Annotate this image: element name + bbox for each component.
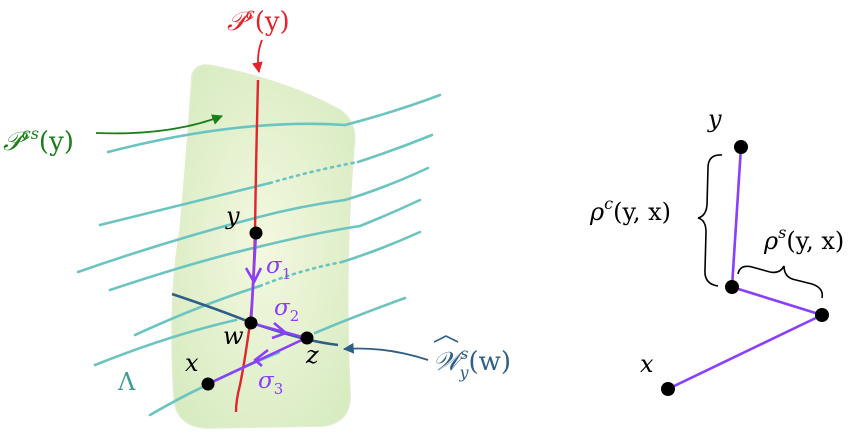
right-diagram: y x ρc(y, x) ρs(y, x) xyxy=(589,105,844,396)
brace-rho-c xyxy=(697,154,723,287)
leaf-line-5b xyxy=(340,230,422,264)
leaf-line-1b xyxy=(343,93,442,127)
W-hat xyxy=(433,335,459,343)
point-x-right xyxy=(661,382,675,396)
point-y xyxy=(249,226,263,240)
point-w xyxy=(244,316,258,330)
sigma1-arrowhead xyxy=(244,267,263,284)
leaf-line-2 xyxy=(98,181,272,227)
leaf-line-4c xyxy=(358,198,422,228)
label-lambda: Λ xyxy=(117,368,136,396)
leaf-line-5-dotted xyxy=(258,260,344,288)
label-x-right: x xyxy=(640,350,654,378)
label-y-left: y xyxy=(225,202,240,230)
label-w: w xyxy=(223,322,244,350)
sigma2-arrowhead xyxy=(271,322,288,340)
segment-mid-x xyxy=(667,313,823,391)
point-x xyxy=(201,377,215,391)
sigma1-segment xyxy=(249,232,258,324)
point-z xyxy=(300,331,314,345)
brace-rho-s xyxy=(737,265,824,299)
leaf-line-2-dotted xyxy=(268,160,360,185)
label-x-left: x xyxy=(185,349,199,377)
leaf-line-1 xyxy=(106,122,347,154)
label-sigma3: σ3 xyxy=(258,368,283,398)
Pc-arrow xyxy=(251,39,263,74)
leaf-line-3b xyxy=(253,198,347,220)
label-rho-c: ρc(y, x) xyxy=(589,194,671,226)
leaf-line-4b xyxy=(260,224,362,248)
leaf-line-6 xyxy=(93,318,238,367)
sigma3-arrowhead xyxy=(253,348,269,367)
leaf-line-7 xyxy=(313,296,407,335)
label-Pcs: 𝒫cs(y) xyxy=(3,124,74,157)
label-z: z xyxy=(305,341,319,369)
leaf-lines xyxy=(76,93,442,417)
leaf-line-2b xyxy=(356,133,434,164)
label-y-right: y xyxy=(707,105,722,133)
point-mid xyxy=(815,308,829,322)
leaf-line-3 xyxy=(76,216,257,274)
point-y-right xyxy=(734,140,748,154)
Pcs-arrow xyxy=(95,114,224,135)
point-corner xyxy=(725,280,739,294)
label-sigma2: σ2 xyxy=(274,295,299,325)
leaf-line-5 xyxy=(133,284,262,337)
segment-y-corner xyxy=(730,146,743,288)
label-sigma1: σ1 xyxy=(266,253,291,283)
label-rho-s: ρs(y, x) xyxy=(763,223,844,255)
leaf-line-4 xyxy=(108,244,264,292)
label-Pc: 𝒫c(y) xyxy=(227,4,290,37)
W-arrow xyxy=(342,342,429,361)
sigma2-segment xyxy=(250,321,307,340)
leaf-line-3c xyxy=(343,166,430,202)
segment-corner-mid xyxy=(731,285,823,317)
